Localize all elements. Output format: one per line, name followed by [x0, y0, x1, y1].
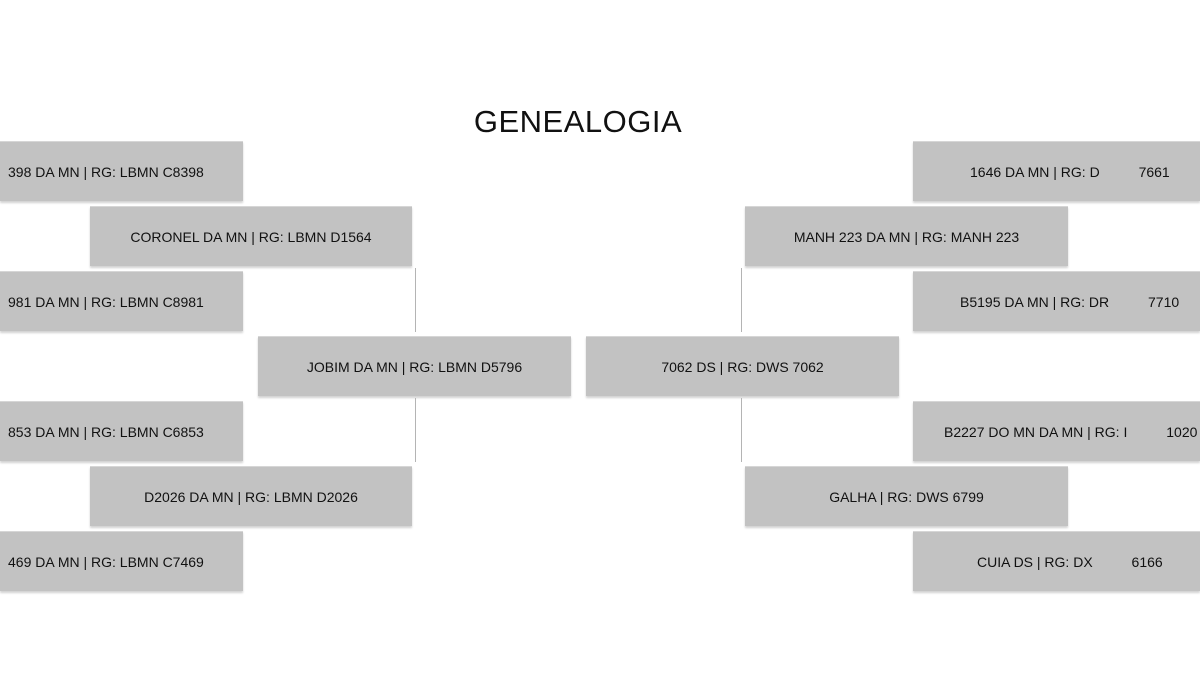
dam-ancestor-label-3: B2227 DO MN DA MN | RG: I 1020	[944, 423, 1198, 440]
dam-ancestor-label-4: CUIA DS | RG: DX 6166	[977, 553, 1163, 570]
sire-ancestor-box-2: 981 DA MN | RG: LBMN C8981	[0, 271, 243, 331]
dam-ancestor-box-3: B2227 DO MN DA MN | RG: I 1020	[913, 401, 1200, 461]
sire-parent-label-2: D2026 DA MN | RG: LBMN D2026	[144, 488, 358, 505]
sire-ancestor-box-1: 398 DA MN | RG: LBMN C8398	[0, 141, 243, 201]
dam-label: 7062 DS | RG: DWS 7062	[661, 358, 824, 375]
dam-lower-connector	[741, 398, 742, 462]
dam-ancestor-label-1: 1646 DA MN | RG: D 7661	[970, 163, 1170, 180]
sire-upper-connector	[415, 268, 416, 332]
dam-ancestor-label-2: B5195 DA MN | RG: DR 7710	[960, 293, 1180, 310]
sire-parent-label-1: CORONEL DA MN | RG: LBMN D1564	[130, 228, 372, 245]
sire-ancestor-label-1: 398 DA MN | RG: LBMN C8398	[8, 163, 204, 180]
dam-parent-label-1: MANH 223 DA MN | RG: MANH 223	[793, 228, 1020, 245]
sire-parent-box-2: D2026 DA MN | RG: LBMN D2026	[90, 466, 412, 526]
sire-label: JOBIM DA MN | RG: LBMN D5796	[306, 358, 523, 375]
dam-box: 7062 DS | RG: DWS 7062	[586, 336, 899, 396]
sire-parent-box-1: CORONEL DA MN | RG: LBMN D1564	[90, 206, 412, 266]
page-title: GENEALOGIA	[473, 104, 683, 139]
sire-ancestor-label-4: 469 DA MN | RG: LBMN C7469	[8, 553, 204, 570]
sire-lower-connector	[415, 398, 416, 462]
dam-ancestor-box-1: 1646 DA MN | RG: D 7661	[913, 141, 1200, 201]
dam-parent-box-2: GALHA | RG: DWS 6799	[745, 466, 1068, 526]
dam-ancestor-box-4: CUIA DS | RG: DX 6166	[913, 531, 1200, 591]
sire-ancestor-box-4: 469 DA MN | RG: LBMN C7469	[0, 531, 243, 591]
dam-parent-box-1: MANH 223 DA MN | RG: MANH 223	[745, 206, 1068, 266]
sire-box: JOBIM DA MN | RG: LBMN D5796	[258, 336, 571, 396]
dam-ancestor-box-2: B5195 DA MN | RG: DR 7710	[913, 271, 1200, 331]
dam-parent-label-2: GALHA | RG: DWS 6799	[829, 488, 984, 505]
sire-ancestor-box-3: 853 DA MN | RG: LBMN C6853	[0, 401, 243, 461]
sire-ancestor-label-3: 853 DA MN | RG: LBMN C6853	[8, 423, 204, 440]
dam-upper-connector	[741, 268, 742, 332]
sire-ancestor-label-2: 981 DA MN | RG: LBMN C8981	[8, 293, 204, 310]
